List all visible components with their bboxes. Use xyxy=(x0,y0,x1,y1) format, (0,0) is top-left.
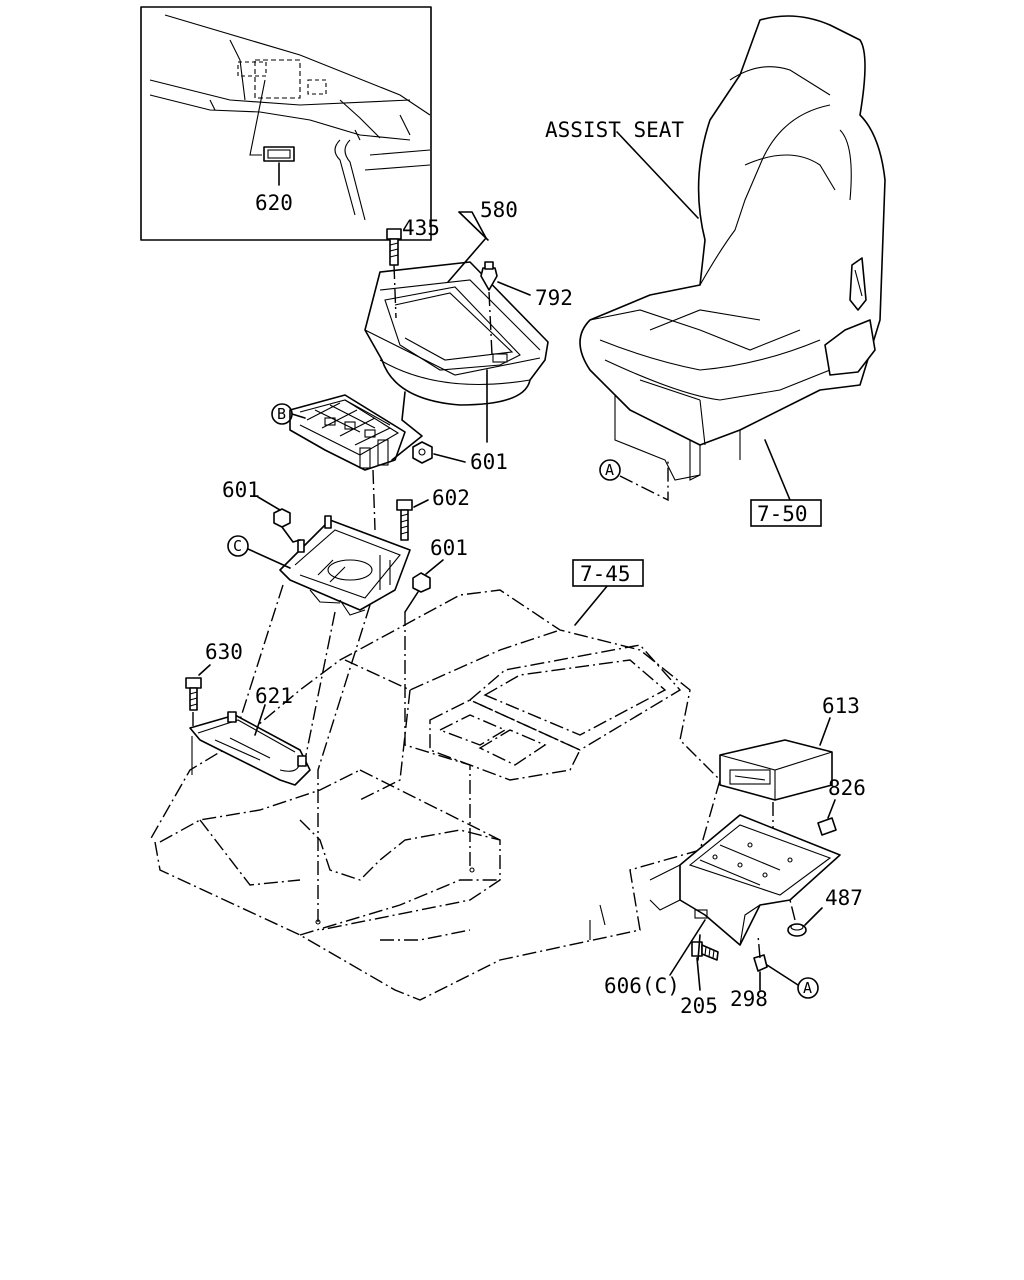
ref-7-50: 7-50 xyxy=(750,499,822,527)
nut-601-right xyxy=(412,572,431,593)
bolt-602 xyxy=(396,499,413,541)
nut-487 xyxy=(787,923,807,937)
part-601-left-label: 601 xyxy=(222,478,260,502)
part-620-label: 620 xyxy=(255,191,293,215)
clip-826 xyxy=(817,817,837,836)
part-205-label: 205 xyxy=(680,994,718,1018)
ref-7-45-label: 7-45 xyxy=(580,562,631,586)
inset-view xyxy=(140,6,432,241)
assist-seat xyxy=(579,15,886,481)
part-621-label: 621 xyxy=(255,684,293,708)
clip-792 xyxy=(480,261,498,291)
callout-c-letter: C xyxy=(233,537,242,555)
unit-613 xyxy=(719,739,833,801)
part-601-upper-label: 601 xyxy=(470,450,508,474)
part-630-label: 630 xyxy=(205,640,243,664)
ref-7-45: 7-45 xyxy=(572,559,644,587)
bracket-b xyxy=(289,394,406,471)
callout-a-seat-letter: A xyxy=(605,461,614,479)
part-580-label: 580 xyxy=(480,198,518,222)
part-602-label: 602 xyxy=(432,486,470,510)
bolt-205 xyxy=(691,941,719,961)
clip-298 xyxy=(753,954,768,972)
part-487-label: 487 xyxy=(825,886,863,910)
callout-a-bracket-letter: A xyxy=(803,979,812,997)
bracket-621 xyxy=(189,711,311,786)
bracket-c xyxy=(279,515,411,616)
floor-console xyxy=(149,589,721,1001)
tray-bracket xyxy=(649,814,841,946)
part-826-label: 826 xyxy=(828,776,866,800)
part-298-label: 298 xyxy=(730,987,768,1011)
bolt-435 xyxy=(386,228,402,266)
nut-601-upper xyxy=(412,441,433,464)
assist-seat-caption: ASSIST SEAT xyxy=(545,118,684,142)
callout-c: C xyxy=(227,535,249,557)
part-435-label: 435 xyxy=(402,216,440,240)
part-601-right-label: 601 xyxy=(430,536,468,560)
console-lid-580 xyxy=(364,261,549,406)
part-606c-label: 606(C) xyxy=(604,974,680,998)
nut-601-left xyxy=(273,508,291,528)
part-613-label: 613 xyxy=(822,694,860,718)
callout-a-seat: A xyxy=(599,459,621,481)
callout-a-bracket: A xyxy=(797,977,819,999)
bolt-630 xyxy=(185,677,202,711)
part-792-label: 792 xyxy=(535,286,573,310)
callout-b: B xyxy=(271,403,293,425)
callout-b-letter: B xyxy=(277,405,286,423)
ref-7-50-label: 7-50 xyxy=(757,502,808,526)
